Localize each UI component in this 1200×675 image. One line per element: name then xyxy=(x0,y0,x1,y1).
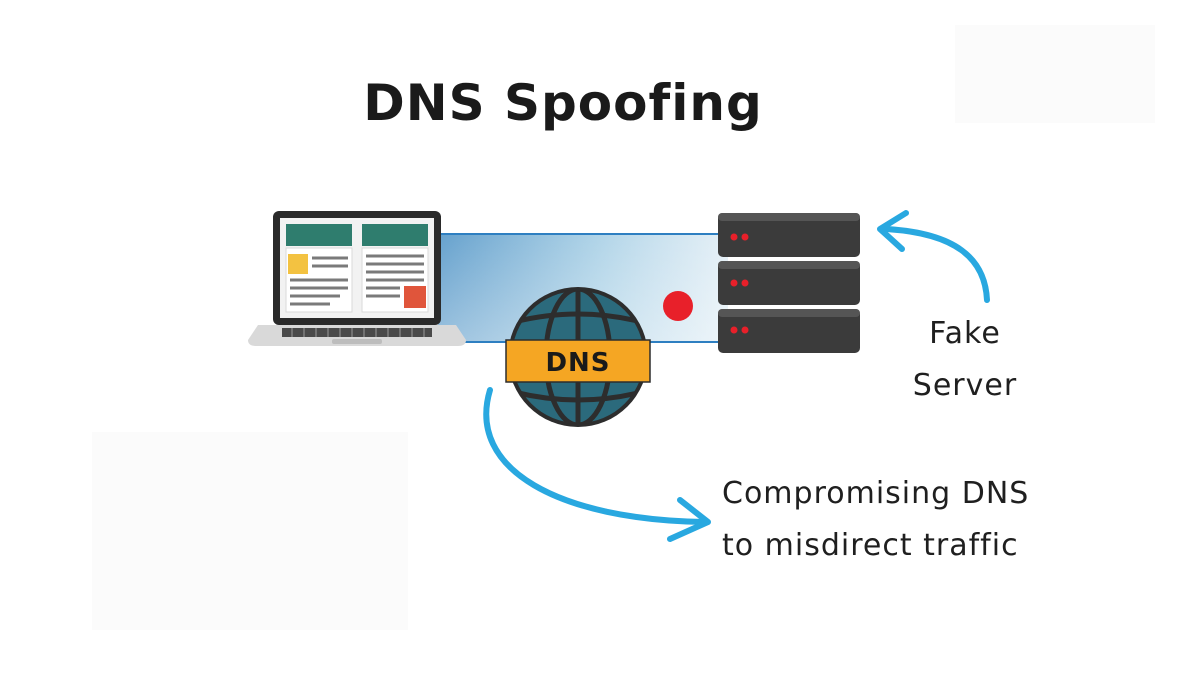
compromise-label-line: Compromising DNS xyxy=(722,476,1030,511)
server-rack-icon xyxy=(718,213,860,353)
faint-background-panel xyxy=(955,25,1155,123)
dns-badge: DNS xyxy=(505,339,651,383)
laptop-icon xyxy=(248,211,466,346)
diagram-title: DNS Spoofing xyxy=(363,74,763,132)
arrow-from-dns-icon xyxy=(483,387,711,542)
compromise-label: Compromising DNS to misdirect traffic xyxy=(722,468,1029,572)
fake-server-label-line: Server xyxy=(912,368,1018,403)
faint-background-panel xyxy=(92,432,408,630)
alert-dot-icon xyxy=(663,291,693,321)
fake-server-label-line: Fake xyxy=(929,316,1001,351)
dns-badge-label: DNS xyxy=(545,348,610,378)
compromise-label-line: to misdirect traffic xyxy=(722,528,1019,563)
fake-server-label: Fake Server xyxy=(880,308,1050,412)
arrow-to-server-icon xyxy=(877,210,990,303)
